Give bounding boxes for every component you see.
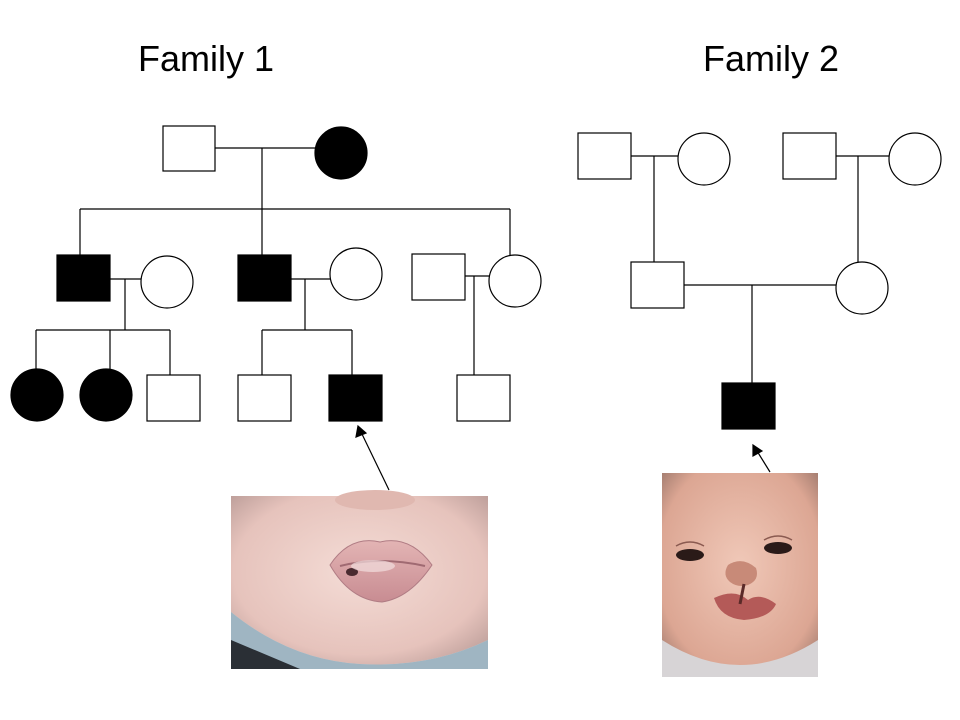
f1-gen3-male-affected-proband xyxy=(328,374,383,422)
f2-maternal-grandmother xyxy=(888,132,942,186)
f1-gen3-male-3 xyxy=(456,374,511,422)
family-2-title: Family 2 xyxy=(703,38,840,79)
f1-gen2-male-3 xyxy=(411,253,466,301)
family-2-lines xyxy=(631,155,889,383)
f1-gen2-male-affected-1 xyxy=(56,254,111,302)
f1-gen3-female-affected-1 xyxy=(10,368,64,422)
f2-paternal-grandmother xyxy=(677,132,731,186)
f2-maternal-grandfather xyxy=(782,132,837,180)
family-2-individuals xyxy=(577,132,942,430)
family-1-title: Family 1 xyxy=(138,38,275,79)
f2-father xyxy=(630,261,685,309)
f2-mother xyxy=(835,261,889,315)
family-1-individuals xyxy=(10,125,542,422)
f1-gen2-female-1 xyxy=(140,255,194,309)
photo-cleft-lip xyxy=(662,473,818,677)
f1-gen2-male-affected-2 xyxy=(237,254,292,302)
f1-gen1-female-affected xyxy=(314,126,368,180)
f2-child-affected-proband xyxy=(721,382,776,430)
f1-gen2-female-2 xyxy=(329,247,383,301)
proband-arrows xyxy=(355,424,771,491)
arrow-family-2 xyxy=(756,450,771,473)
f1-gen3-female-affected-2 xyxy=(79,368,133,422)
f1-gen1-male xyxy=(162,125,216,172)
family-1-lines xyxy=(35,147,511,375)
f1-gen3-male-2 xyxy=(237,374,292,422)
photo-lip-pits xyxy=(231,490,488,669)
arrow-family-1 xyxy=(360,431,390,491)
f1-gen3-male-1 xyxy=(146,374,201,422)
f2-paternal-grandfather xyxy=(577,132,632,180)
f1-gen2-female-3 xyxy=(488,254,542,308)
